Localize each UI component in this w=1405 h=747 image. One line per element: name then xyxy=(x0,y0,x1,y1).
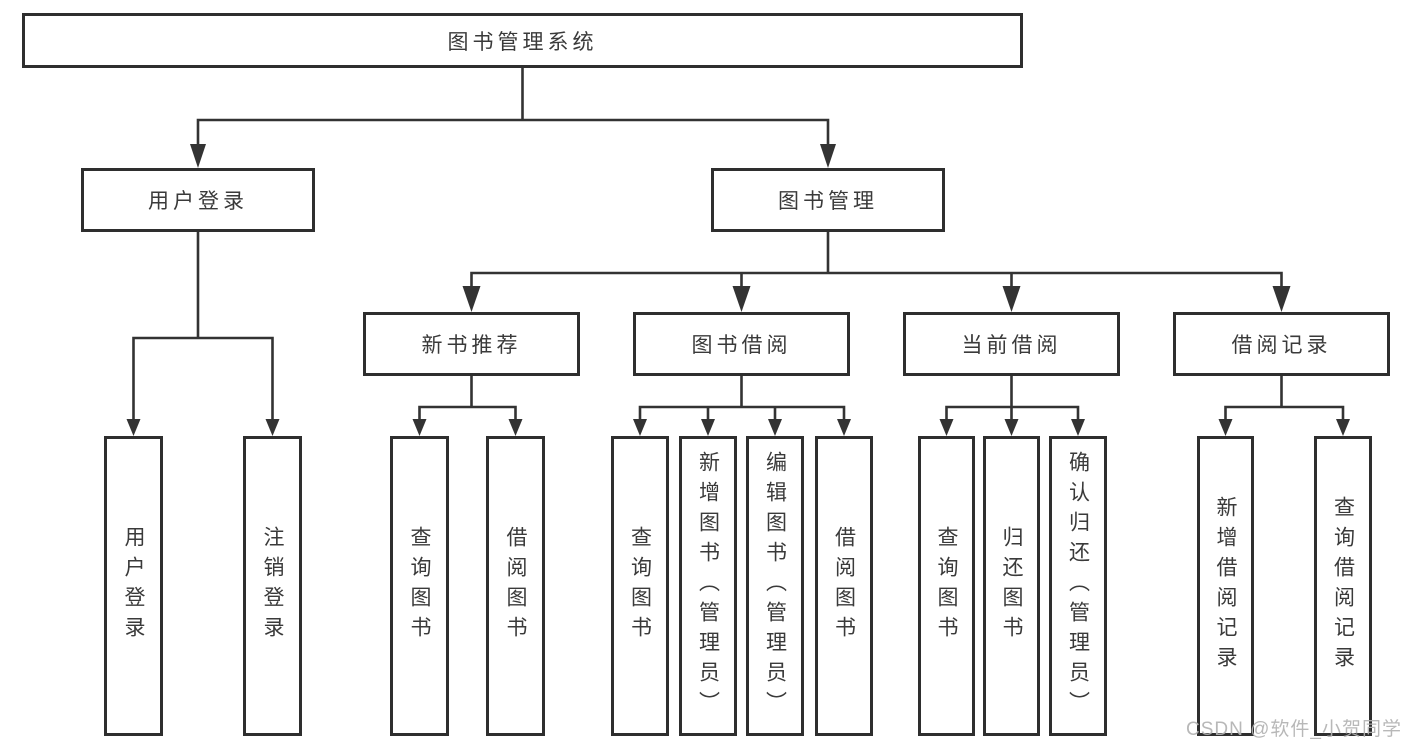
leaf-borrow-books-recommend-label: 借阅图书 xyxy=(504,526,527,646)
leaf-logout: 注销登录 xyxy=(243,436,302,736)
leaf-add-book-admin-label: 新增图书（管理员） xyxy=(696,451,720,721)
leaf-add-book-admin: 新增图书（管理员） xyxy=(679,436,737,736)
leaf-query-books-borrow: 查询图书 xyxy=(611,436,669,736)
leaf-borrow-books: 借阅图书 xyxy=(815,436,873,736)
leaf-user-login: 用户登录 xyxy=(104,436,163,736)
leaf-add-borrow-record-label: 新增借阅记录 xyxy=(1214,496,1237,676)
leaf-query-books-recommend-label: 查询图书 xyxy=(408,526,431,646)
node-borrow-records: 借阅记录 xyxy=(1173,312,1390,376)
leaf-add-borrow-record: 新增借阅记录 xyxy=(1197,436,1254,736)
leaf-query-books-current-label: 查询图书 xyxy=(935,526,958,646)
leaf-query-borrow-record-label: 查询借阅记录 xyxy=(1331,496,1355,676)
watermark: CSDN @软件_小贺同学 xyxy=(1186,719,1402,740)
node-book-borrow: 图书借阅 xyxy=(633,312,850,376)
leaf-borrow-books-recommend: 借阅图书 xyxy=(486,436,545,736)
leaf-query-books-current: 查询图书 xyxy=(918,436,975,736)
leaf-confirm-return-admin-label: 确认归还（管理员） xyxy=(1066,451,1090,721)
leaf-return-book: 归还图书 xyxy=(983,436,1040,736)
leaf-query-books-recommend: 查询图书 xyxy=(390,436,449,736)
leaf-edit-book-admin: 编辑图书（管理员） xyxy=(746,436,804,736)
leaf-return-book-label: 归还图书 xyxy=(1000,526,1023,646)
node-root: 图书管理系统 xyxy=(22,13,1023,68)
leaf-logout-label: 注销登录 xyxy=(261,526,284,646)
node-current-borrow: 当前借阅 xyxy=(903,312,1120,376)
node-book-management: 图书管理 xyxy=(711,168,945,232)
leaf-borrow-books-label: 借阅图书 xyxy=(832,526,856,646)
node-user-login: 用户登录 xyxy=(81,168,315,232)
leaf-query-borrow-record: 查询借阅记录 xyxy=(1314,436,1372,736)
node-new-book-recommend: 新书推荐 xyxy=(363,312,580,376)
leaf-confirm-return-admin: 确认归还（管理员） xyxy=(1049,436,1107,736)
leaf-edit-book-admin-label: 编辑图书（管理员） xyxy=(763,451,787,721)
leaf-query-books-borrow-label: 查询图书 xyxy=(628,526,652,646)
leaf-user-login-label: 用户登录 xyxy=(122,526,145,646)
